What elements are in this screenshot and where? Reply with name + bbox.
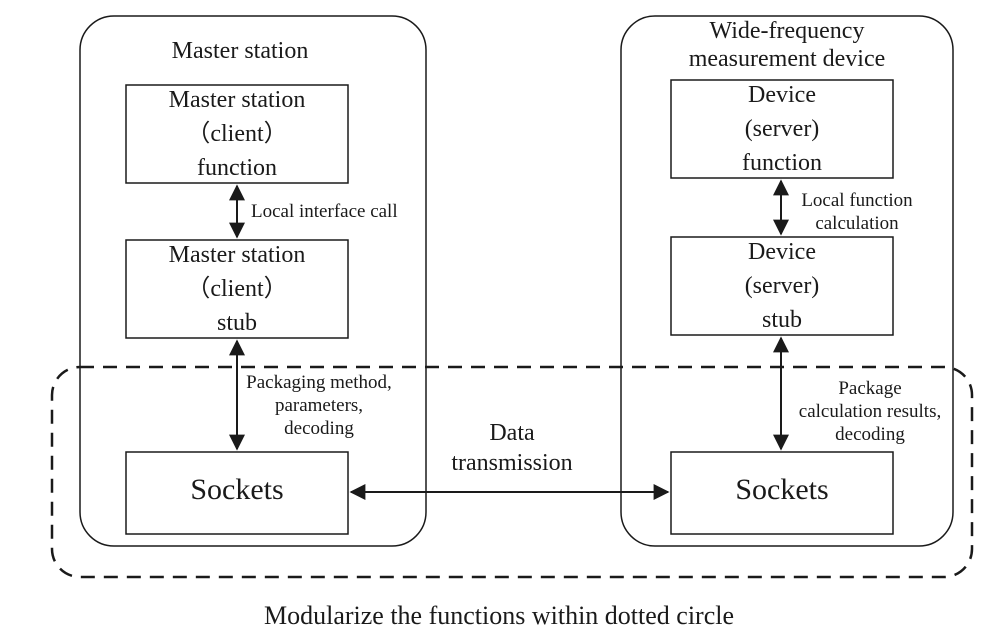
diagram-caption: Modularize the functions within dotted c… [263, 601, 735, 630]
packaging-label: Packaging method, parameters, decoding [246, 372, 392, 439]
data-transmission-label: Data transmission [451, 420, 573, 476]
master-sockets-label: Sockets [190, 473, 284, 506]
package-results-label: Package calculation results, decoding [798, 378, 942, 445]
device-sockets-box [670, 451, 894, 535]
device-function-label: Device (server) function [742, 82, 822, 176]
device-sockets-label: Sockets [735, 473, 829, 506]
device-panel-title: Wide-frequency measurement device [688, 18, 886, 72]
master-station-title: Master station [171, 38, 309, 64]
device-function-box [670, 79, 894, 179]
master-function-box [125, 84, 349, 184]
local-interface-call-label: Local interface call [251, 201, 398, 222]
local-function-calculation-label: Local function calculation [801, 190, 913, 234]
master-function-label: Master station （client） function [168, 87, 306, 181]
master-stub-label: Master station （client） stub [168, 242, 306, 336]
master-stub-box [125, 239, 349, 339]
master-sockets-box [125, 451, 349, 535]
device-panel [620, 15, 954, 547]
master-station-panel [79, 15, 427, 547]
device-stub-label: Device (server) stub [744, 239, 820, 333]
device-stub-box [670, 236, 894, 336]
